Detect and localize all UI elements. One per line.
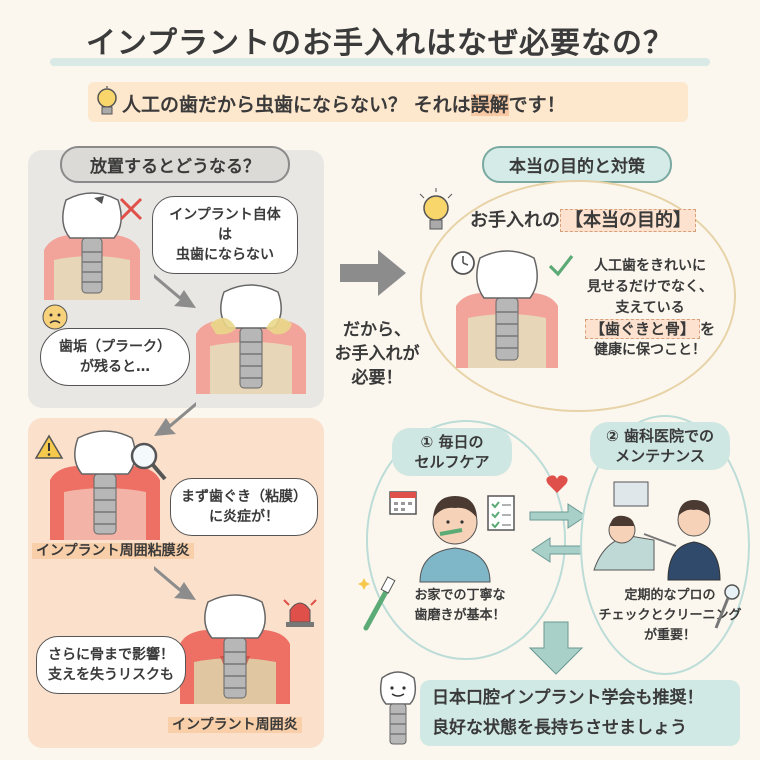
therefore-text: だから、 お手入れが 必要！ — [334, 320, 420, 388]
implant-tooth-mucositis-illustration — [50, 430, 160, 540]
purpose-description: 人工歯をきれいに 見せるだけでなく、 支えている 【歯ぐきと骨】を 健康に保つこ… — [570, 256, 730, 361]
caption-peri-text: インプラント周囲炎 — [168, 717, 302, 733]
purpose-title: お手入れの【本当の目的】 — [470, 206, 696, 232]
warning-icon — [34, 434, 64, 459]
alarm-light-icon — [283, 599, 317, 627]
recommendation-line-2: 良好な状態を長持ちさせましょう — [432, 718, 687, 738]
arrow-down-right-icon — [154, 274, 196, 308]
purpose-line-5: 健康に保つこと！ — [594, 342, 706, 358]
implant-tooth-plaque-illustration — [196, 284, 306, 394]
recommendation-line-1: 日本口腔インプラント学会も推奨！ — [432, 688, 704, 708]
implant-tooth-decayed-illustration — [44, 192, 140, 300]
recommendation-text: 日本口腔インプラント学会も推奨！ 良好な状態を長持ちさせましょう — [432, 683, 742, 743]
neglect-heading: 放置するとどうなる？ — [60, 146, 290, 183]
dental-clinic-illustration — [593, 481, 721, 581]
smiling-implant-icon — [379, 671, 417, 745]
arrow-down-right-icon-2 — [154, 566, 196, 600]
purpose-prefix: お手入れの — [470, 210, 560, 231]
bubble-plaque: 歯垢（プラーク） が残ると… — [40, 328, 190, 386]
check-mark-icon — [548, 255, 574, 277]
exchange-arrows-icon — [529, 503, 589, 563]
heart-icon — [546, 475, 568, 493]
subtitle: 人工の歯だから虫歯にならない？ それは誤解です！ — [122, 90, 682, 117]
x-mark-icon — [119, 197, 143, 221]
checklist-icon — [487, 495, 515, 531]
bubble-inflammation: まず歯ぐき（粘膜） に炎症が！ — [170, 478, 318, 536]
purpose-tag: 【本当の目的】 — [560, 209, 696, 232]
arrow-down-icon — [528, 621, 584, 675]
worried-face-icon — [42, 304, 68, 330]
arrow-right-icon — [340, 250, 406, 296]
magnifier-icon — [130, 442, 167, 481]
purpose-line-2: 見せるだけでなく、 — [587, 279, 713, 295]
caption-periimplantitis: インプラント周囲炎 — [168, 714, 302, 734]
clock-icon — [451, 251, 475, 275]
purpose-line-4-tail: を — [700, 320, 716, 338]
subtitle-text: 人工の歯だから虫歯にならない？ それは — [122, 94, 471, 116]
purpose-line-3: 支えている — [615, 300, 685, 316]
caption-mucositis: インプラント周囲粘膜炎 — [32, 540, 194, 560]
self-care-label: ① 毎日の セルフケア — [392, 428, 512, 476]
subtitle-band — [88, 82, 688, 122]
title-underline — [50, 58, 710, 66]
implant-tooth-periimplantitis-illustration — [180, 594, 290, 704]
purpose-line-4: 【歯ぐきと骨】を — [570, 319, 730, 340]
purpose-line-1: 人工歯をきれいに — [594, 258, 706, 274]
toothbrush-icon — [358, 576, 396, 631]
purpose-heading: 本当の目的と対策 — [482, 146, 672, 183]
arrow-down-left-icon — [154, 402, 196, 436]
calendar-icon — [389, 491, 417, 515]
recommendation-band — [420, 680, 740, 746]
lightbulb-icon-2 — [419, 188, 453, 230]
lightbulb-icon — [97, 86, 117, 115]
implant-tooth-healthy-illustration — [456, 250, 558, 368]
self-care-caption: お家での丁寧な 歯磨きが基本！ — [414, 588, 506, 623]
clinic-caption: 定期的なプロの チェックとクリーニング が重要！ — [598, 588, 742, 643]
caption-mucositis-text: インプラント周囲粘膜炎 — [32, 543, 194, 559]
gum-bone-tag: 【歯ぐきと骨】 — [584, 319, 700, 339]
dental-mirror-icon — [714, 584, 740, 629]
subtitle-tail: です！ — [508, 94, 566, 116]
person-brushing-illustration — [419, 496, 491, 583]
page-title: インプラントのお手入れはなぜ必要なの？ — [85, 26, 675, 61]
clinic-label: ② 歯科医院での メンテナンス — [590, 422, 730, 470]
bubble-no-decay: インプラント自体は 虫歯にならない — [152, 196, 298, 274]
bubble-bone-impact: さらに骨まで影響！ 支えを失うリスクも — [36, 636, 186, 694]
subtitle-emphasis: 誤解 — [470, 94, 509, 116]
